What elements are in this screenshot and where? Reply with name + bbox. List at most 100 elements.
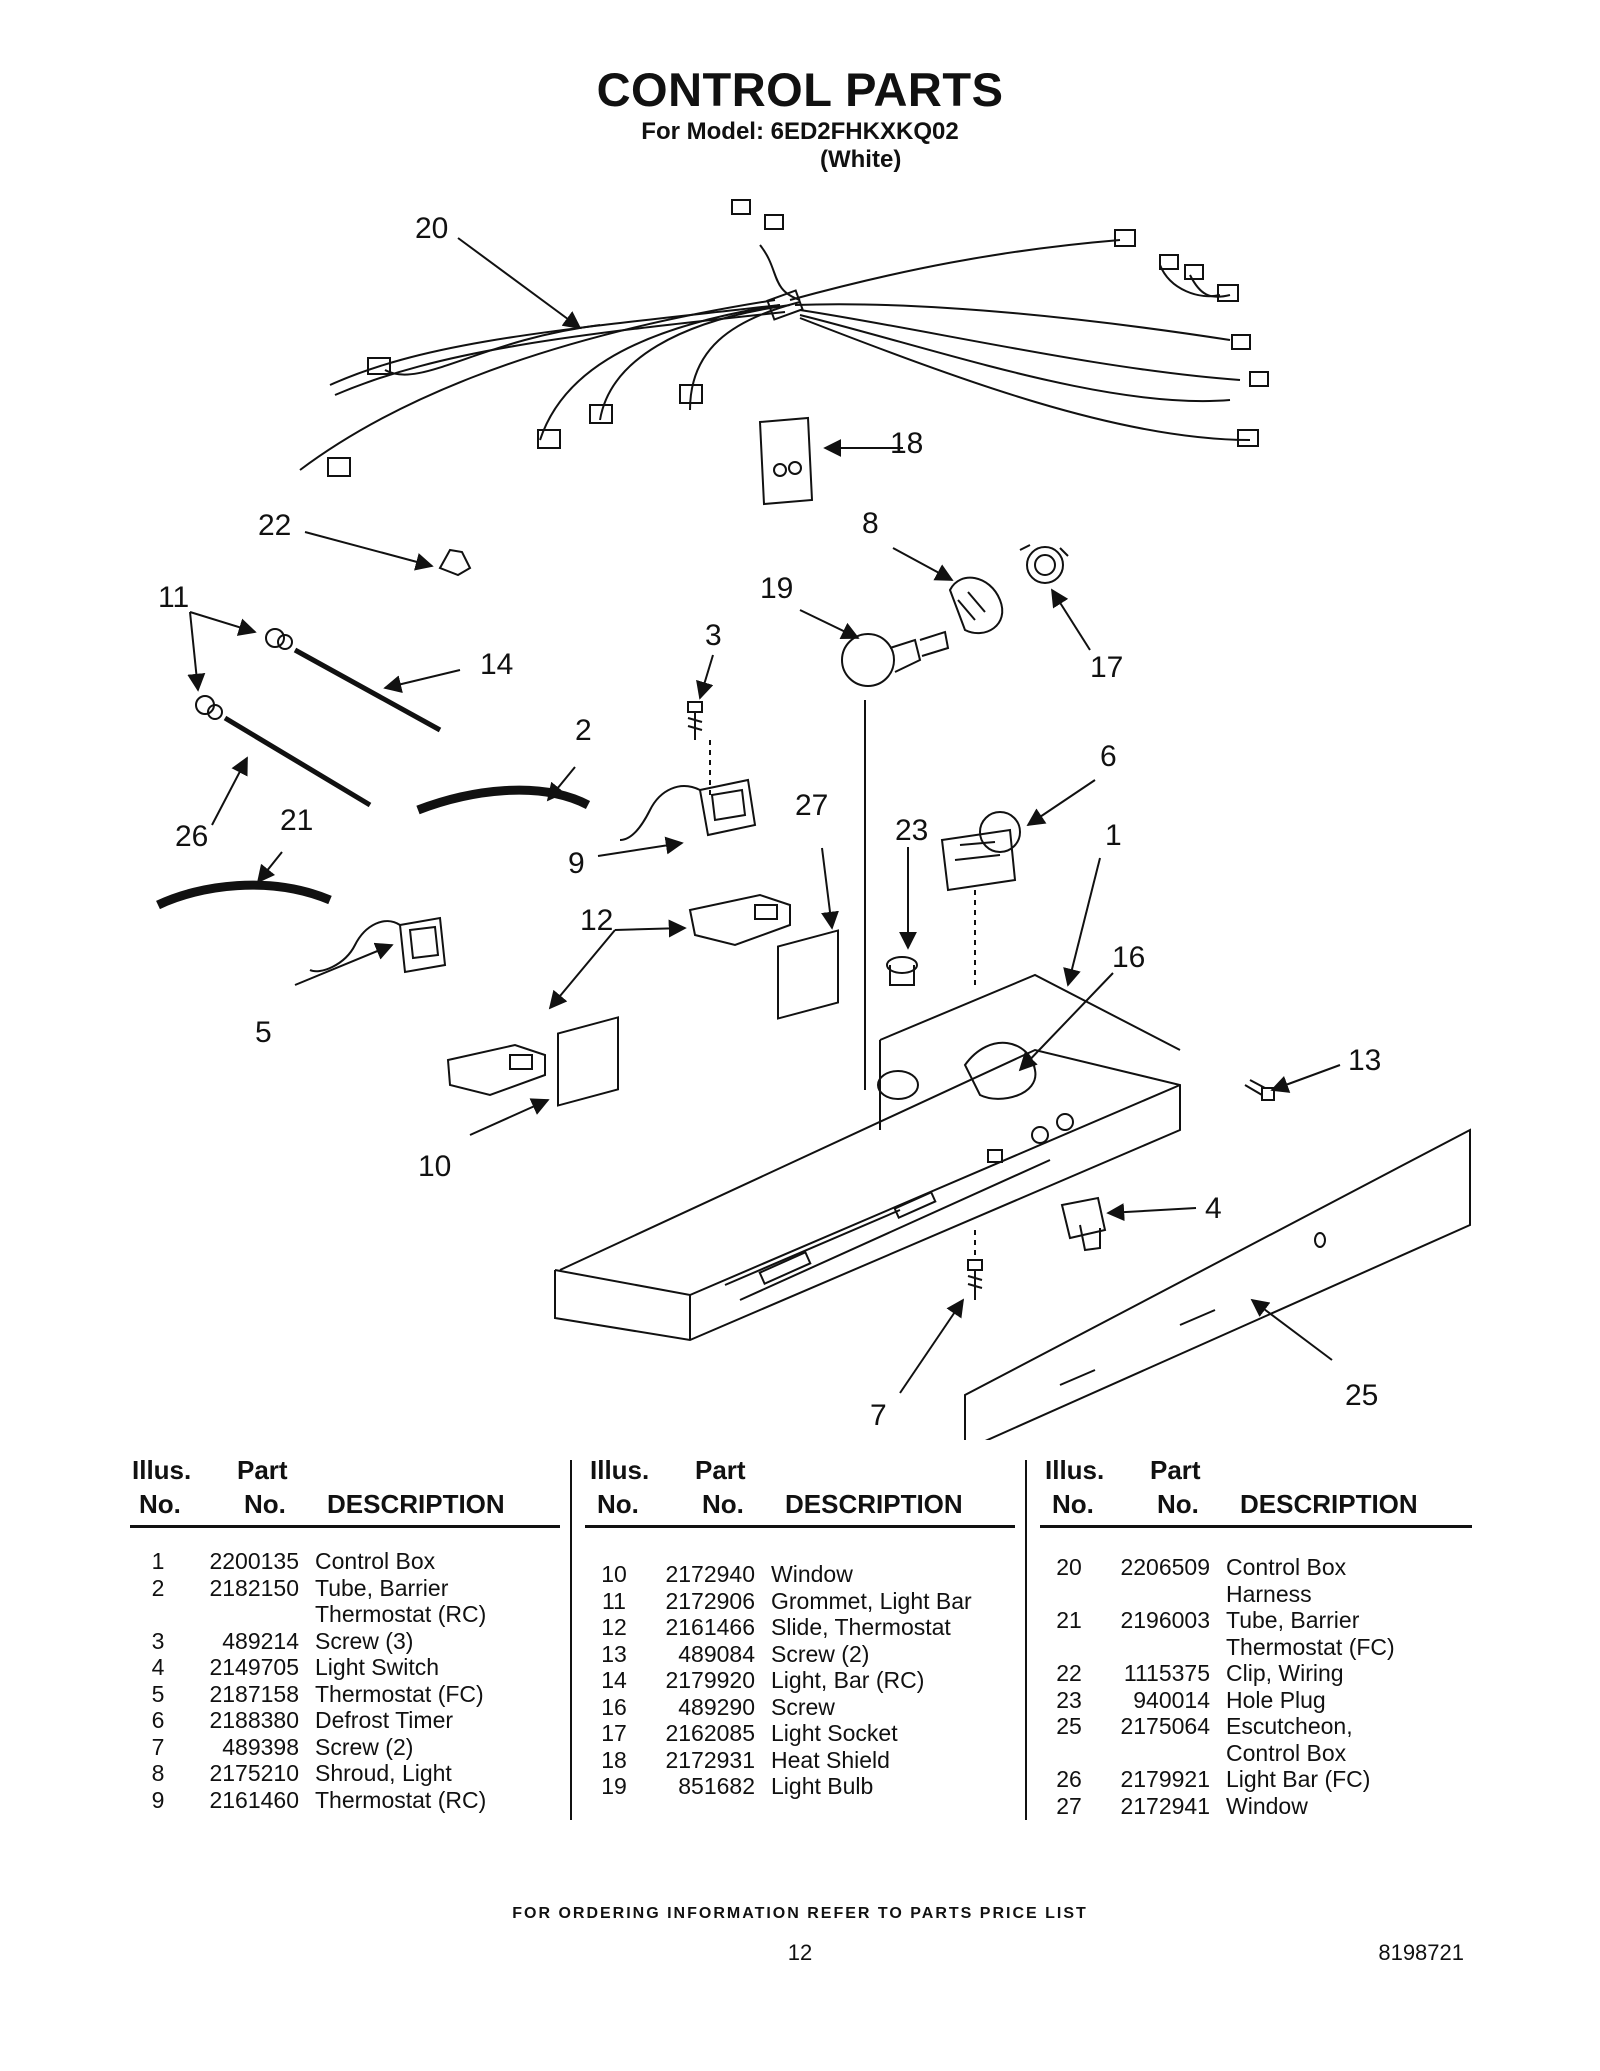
defrost-timer: [940, 811, 1021, 990]
light-bulb: [841, 630, 950, 687]
header-rule-2: [585, 1525, 1015, 1528]
light-shroud: [948, 576, 1004, 635]
light-bar-rc: [265, 628, 442, 733]
description-cell: Tube, Barrier: [1226, 1607, 1360, 1633]
description-cell: Escutcheon,: [1226, 1713, 1353, 1739]
part-no-cell: [174, 1601, 315, 1628]
tube-barrier-fc: [156, 880, 332, 910]
column-header: Illus. No. Part No. DESCRIPTION: [1045, 1455, 1485, 1523]
part-no-cell: 2172940: [665, 1561, 755, 1587]
header-rule-3: [1040, 1525, 1472, 1528]
wiring-clip: [438, 548, 472, 577]
header-part: Part: [1150, 1455, 1201, 1485]
illus-no-cell: 12: [601, 1614, 627, 1640]
callout-18: 18: [890, 427, 923, 460]
callout-labels: 20 18 22 8 19 17 11 14 3 2 6 26 21 27 9 …: [158, 212, 1381, 1432]
screw-3: [687, 701, 711, 800]
part-no-cell: 2196003: [1120, 1607, 1210, 1633]
part-no-cell: 940014: [1133, 1686, 1210, 1713]
illus-no-cell: 25: [1056, 1713, 1082, 1739]
parts-column-2: Illus. No. Part No. DESCRIPTION: [590, 1455, 1030, 1523]
description-cell: Clip, Wiring: [1226, 1660, 1344, 1686]
description-cell: Control Box: [1226, 1554, 1347, 1580]
illus-no-cell: 19: [601, 1773, 627, 1799]
model-line: For Model: 6ED2FHKXKQ02: [641, 118, 959, 145]
description-cell: Shroud, Light: [315, 1760, 452, 1786]
thermostat-fc: [309, 916, 447, 974]
description-cell: Light Bulb: [771, 1773, 874, 1799]
window-27: [777, 929, 839, 1020]
callout-23: 23: [895, 814, 928, 847]
part-no-cell: 2188380: [209, 1707, 299, 1733]
table-row: Thermostat (FC): [1053, 1634, 1473, 1661]
table-row: Control Box: [1053, 1740, 1473, 1767]
part-no-cell: 2172906: [665, 1587, 755, 1614]
header-illus-no: No.: [139, 1489, 181, 1519]
thermostat-rc: [619, 778, 757, 841]
table-row: 14 2179920 Light, Bar (RC): [598, 1667, 1018, 1694]
hole-plug: [886, 956, 918, 986]
header-illus: Illus.: [132, 1455, 192, 1485]
header-description: DESCRIPTION: [785, 1489, 963, 1519]
description-cell: Defrost Timer: [315, 1707, 454, 1733]
part-no-cell: [1085, 1581, 1226, 1608]
description-cell: Grommet, Light Bar: [771, 1587, 972, 1614]
ordering-note: FOR ORDERING INFORMATION REFER TO PARTS …: [512, 1905, 1088, 1922]
light-switch: [1060, 1196, 1107, 1252]
callout-7: 7: [870, 1399, 887, 1432]
light-socket: [1019, 544, 1069, 584]
callout-5: 5: [255, 1016, 272, 1049]
illus-no-cell: 22: [1056, 1660, 1082, 1686]
illus-no-cell: 14: [601, 1667, 627, 1693]
illus-no-cell: 4: [151, 1654, 165, 1680]
header-illus-no: No.: [1052, 1489, 1094, 1519]
description-cell: Screw (2): [315, 1733, 414, 1760]
part-no-cell: 2179921: [1120, 1766, 1210, 1792]
callout-19: 19: [760, 572, 793, 605]
part-no-cell: 2182150: [209, 1574, 299, 1601]
illus-no-cell: 26: [1056, 1766, 1082, 1792]
illus-no-cell: [1053, 1581, 1085, 1608]
description-cell: Thermostat (FC): [315, 1680, 484, 1707]
callout-3: 3: [705, 619, 722, 652]
slide-thermostat-upper: [688, 893, 791, 947]
description-cell: Light, Bar (RC): [771, 1667, 925, 1693]
column-separator-2: [1025, 1460, 1027, 1820]
exploded-parts-diagram: 20 18 22 8 19 17 11 14 3 2 6 26 21 27 9 …: [156, 199, 1471, 1440]
description-cell: Light Socket: [771, 1720, 898, 1746]
table-row: Thermostat (RC): [142, 1601, 562, 1628]
window-10: [557, 1016, 619, 1107]
parts-column-1: Illus. No. Part No. DESCRIPTION: [132, 1455, 572, 1523]
description-cell: Tube, Barrier: [315, 1574, 449, 1601]
illus-no-cell: [142, 1601, 174, 1628]
illus-no-cell: 5: [151, 1680, 165, 1707]
illus-no-cell: 3: [151, 1627, 165, 1654]
illus-no-cell: [1053, 1634, 1085, 1661]
part-no-cell: 2161460: [209, 1786, 299, 1813]
description-cell: Thermostat (RC): [315, 1786, 487, 1813]
callout-10: 10: [418, 1150, 451, 1183]
part-no-cell: 2179920: [665, 1667, 755, 1693]
callout-20: 20: [415, 212, 448, 245]
screw-13: [1244, 1079, 1275, 1101]
document-number: 8198721: [1378, 1940, 1464, 1965]
illus-no-cell: 1: [151, 1548, 165, 1574]
illus-no-cell: 10: [601, 1561, 627, 1587]
description-cell: Hole Plug: [1226, 1686, 1326, 1713]
slide-thermostat-lower: [446, 1043, 546, 1097]
illus-no-cell: 20: [1056, 1554, 1082, 1580]
part-no-cell: 2172941: [1120, 1792, 1210, 1819]
illus-no-cell: [1053, 1740, 1085, 1767]
description-cell: Screw (2): [771, 1640, 870, 1667]
illus-no-cell: 17: [601, 1720, 627, 1746]
description-cell: Thermostat (RC): [315, 1601, 487, 1627]
